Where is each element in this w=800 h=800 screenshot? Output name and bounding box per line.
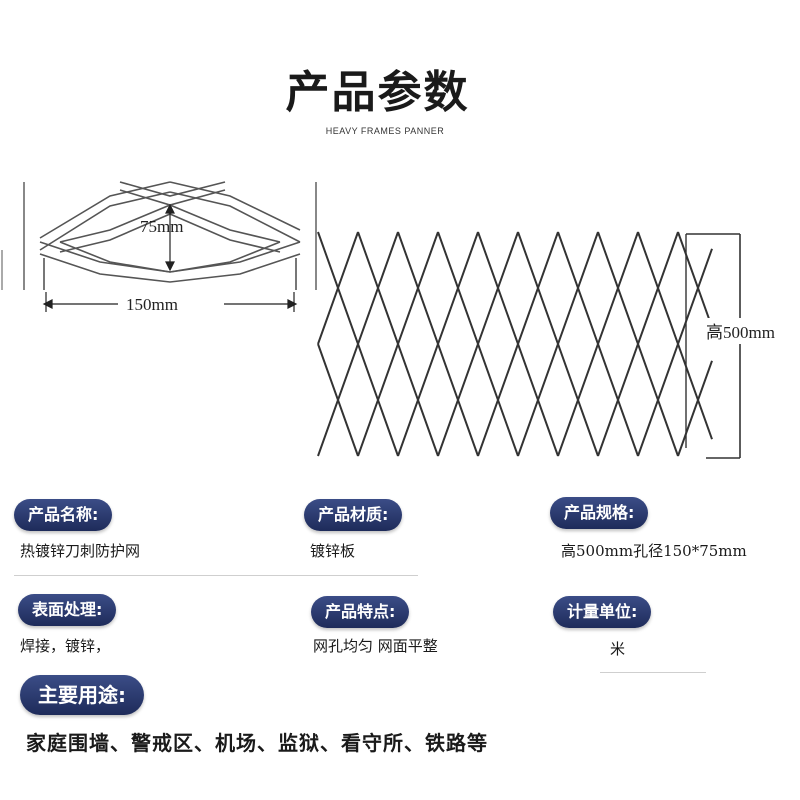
unit-label: 计量单位: bbox=[553, 596, 652, 628]
product-features-value: 网孔均匀 网面平整 bbox=[313, 637, 438, 655]
panel-height-label: 高500mm bbox=[706, 323, 775, 342]
detail-height-label: 75mm bbox=[140, 217, 183, 236]
surface-treatment-label: 表面处理: bbox=[18, 594, 117, 626]
usage-label: 主要用途: bbox=[20, 675, 144, 715]
unit-value: 米 bbox=[610, 640, 626, 658]
mesh-panel bbox=[317, 231, 741, 459]
panel-height-label-bg bbox=[704, 318, 798, 344]
detail-width-label: 150mm bbox=[126, 295, 178, 314]
row-divider-2 bbox=[600, 672, 706, 673]
surface-treatment-value: 焊接，镀锌， bbox=[20, 637, 111, 655]
page-title: 产品参数 bbox=[285, 67, 470, 118]
product-spec-label: 产品规格: bbox=[550, 497, 649, 529]
product-material-label: 产品材质: bbox=[304, 499, 403, 531]
page-subtitle: HEAVY FRAMES PANNER bbox=[325, 126, 445, 136]
product-features-label: 产品特点: bbox=[311, 596, 410, 628]
detail-strands bbox=[39, 181, 301, 290]
mesh-diagram: 75mm 150mm 高500mm bbox=[1, 181, 798, 459]
product-name-label: 产品名称: bbox=[14, 499, 113, 531]
product-material-value: 镀锌板 bbox=[310, 542, 356, 560]
detail-height-arrow bbox=[165, 203, 175, 272]
product-spec-value: 高500mm孔径150*75mm bbox=[561, 542, 747, 560]
product-name-value: 热镀锌刀刺防护网 bbox=[20, 542, 141, 560]
detail-drawing bbox=[1, 181, 317, 312]
row-divider-1 bbox=[14, 575, 418, 576]
detail-width-label-bg bbox=[118, 293, 224, 315]
usage-value: 家庭围墙、警戒区、机场、监狱、看守所、铁路等 bbox=[26, 731, 488, 755]
